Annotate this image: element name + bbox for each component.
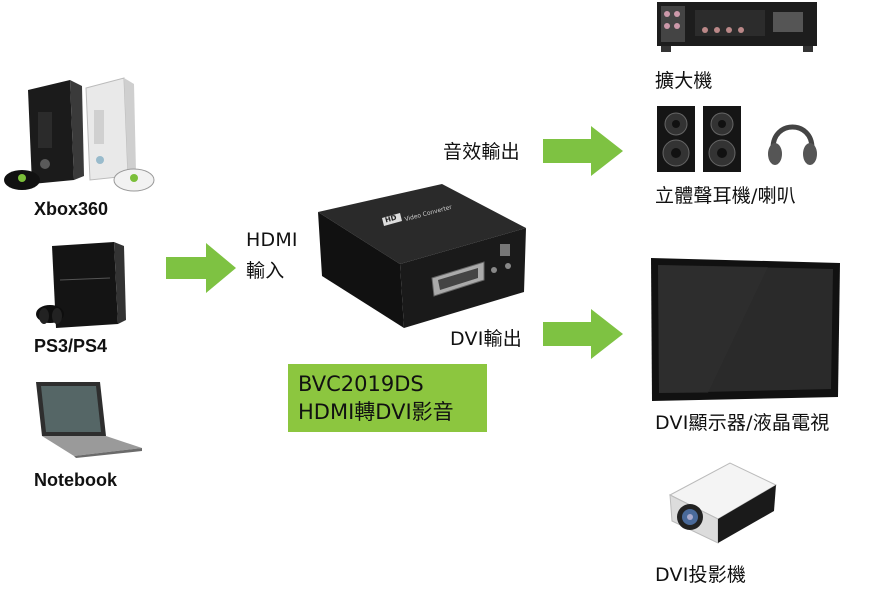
converter-device-image: HD Video Converter bbox=[312, 182, 532, 332]
audio-output-label: 音效輸出 bbox=[443, 141, 520, 163]
monitor-image bbox=[648, 255, 843, 403]
dvi-output-label: DVI輸出 bbox=[450, 328, 522, 350]
xbox360-image bbox=[0, 72, 160, 197]
input-arrow bbox=[166, 243, 236, 293]
dvi-output-arrow bbox=[543, 309, 623, 359]
xbox360-label: Xbox360 bbox=[34, 199, 109, 219]
amplifier-image bbox=[655, 0, 820, 56]
audio-output-arrow bbox=[543, 126, 623, 176]
notebook-label: Notebook bbox=[34, 470, 117, 490]
amplifier-label: 擴大機 bbox=[655, 70, 713, 92]
headphones-image bbox=[765, 110, 820, 168]
ps3-image bbox=[30, 240, 130, 332]
product-model: BVC2019DS bbox=[298, 372, 424, 396]
monitor-label: DVI顯示器/液晶電視 bbox=[655, 412, 830, 434]
product-label-box: BVC2019DS HDMI轉DVI影音 bbox=[288, 364, 487, 432]
ps-label: PS3/PS4 bbox=[34, 336, 108, 356]
hdmi-input-label-line1: HDMI bbox=[246, 229, 298, 251]
speakers-image bbox=[655, 104, 745, 174]
speakers-headphones-label: 立體聲耳機/喇叭 bbox=[655, 185, 797, 207]
projector-label: DVI投影機 bbox=[655, 564, 747, 586]
notebook-image bbox=[30, 378, 145, 458]
hdmi-input-label-line2: 輸入 bbox=[246, 260, 285, 282]
product-description: HDMI轉DVI影音 bbox=[298, 400, 454, 424]
projector-image bbox=[660, 455, 780, 550]
